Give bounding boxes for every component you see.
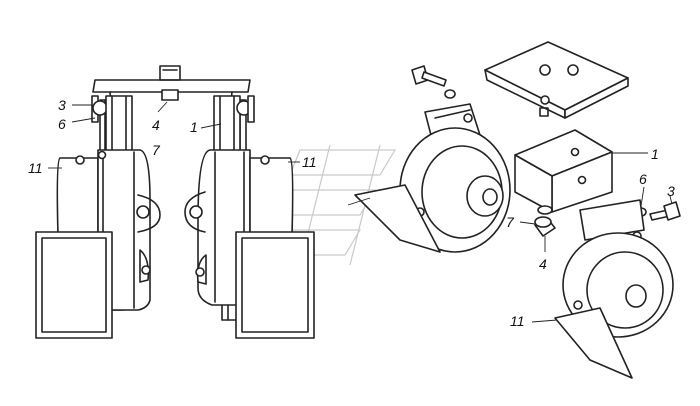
right-l-bracket <box>514 129 613 213</box>
right-upper-plate <box>484 41 629 119</box>
callout-left-1: 1 <box>190 119 198 135</box>
callout-right-11: 11 <box>510 313 525 329</box>
callout-right-4: 4 <box>539 256 547 272</box>
right-horn-lower <box>554 199 674 379</box>
callout-right-3: 3 <box>667 183 675 199</box>
left-horn-b <box>184 95 315 339</box>
callout-left-7: 7 <box>152 142 161 158</box>
callout-left-6: 6 <box>58 116 66 132</box>
callout-left-11b: 11 <box>302 154 317 170</box>
callout-right-1: 1 <box>651 146 659 162</box>
callout-right-7: 7 <box>506 214 515 230</box>
callout-left-4: 4 <box>152 117 160 133</box>
right-upper-bolt <box>411 65 456 99</box>
right-nut-washer <box>534 205 556 237</box>
callout-left-11a: 11 <box>28 160 43 176</box>
callout-left-3: 3 <box>58 97 66 113</box>
left-horn-a <box>35 95 161 339</box>
callout-labels: 3 6 4 7 1 11 11 7 4 1 6 3 11 <box>28 97 675 329</box>
callout-right-6: 6 <box>639 171 647 187</box>
right-horn-main <box>354 103 511 253</box>
leader-lines <box>48 101 673 323</box>
